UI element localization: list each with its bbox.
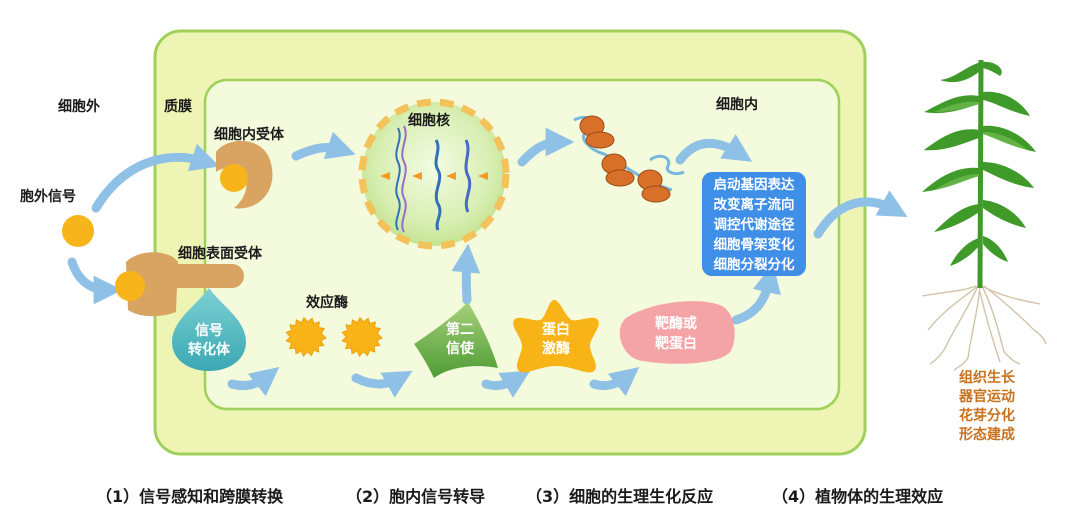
transducer-label-line2: 转化体: [188, 341, 231, 358]
arrow-second-messenger-to-kinase: [481, 370, 531, 398]
arrow-kinase-to-target: [589, 367, 640, 397]
extracellular-signal-label: 胞外信号: [20, 189, 76, 205]
stage-caption-2: （2）胞内信号转导: [346, 487, 486, 506]
target-label-line2: 靶蛋白: [655, 335, 697, 352]
arrow-transducer-to-enzyme: [227, 367, 280, 397]
plant-effect-item: 花芽分化: [959, 408, 1015, 424]
second-messenger: [414, 302, 498, 378]
cellular-responses-box: 启动基因表达 改变离子流向 调控代谢途径 细胞骨架变化 细胞分裂分化: [702, 172, 806, 276]
effector-enzyme-label: 效应酶: [306, 295, 348, 311]
arrow-second-messenger-to-nucleus: [451, 243, 481, 305]
nucleus: [358, 98, 510, 250]
transducer-label-line1: 信号: [195, 322, 223, 339]
arrow-receptor-to-nucleus: [291, 131, 356, 161]
arrow-nucleus-to-ribosomes: [517, 127, 575, 167]
plant-effect-item: 组织生长: [959, 370, 1015, 386]
intracellular-receptor: [216, 140, 273, 209]
surface-receptor-label: 细胞表面受体: [178, 246, 262, 262]
arrow-responses-to-plant: [813, 190, 908, 239]
cell-surface-receptor: [115, 252, 244, 317]
extracellular-label: 细胞外: [58, 99, 100, 115]
plant-effect-item: 器官运动: [959, 389, 1015, 405]
target-protein: [619, 301, 735, 364]
stage-caption-1: （1）信号感知和跨膜转换: [96, 487, 284, 506]
kinase-label-line1: 蛋白: [542, 321, 570, 338]
signal-transducer: [172, 288, 246, 371]
response-item: 改变离子流向: [713, 197, 795, 213]
nucleus-label: 细胞核: [408, 113, 450, 129]
arrow-ribosomes-to-responses: [675, 134, 753, 165]
arrow-enzyme-to-second-messenger: [351, 370, 413, 398]
arrow-signal-to-surface-receptor: [67, 257, 123, 305]
arrow-signal-to-intracellular-receptor: [91, 143, 220, 213]
effector-enzymes: [285, 316, 383, 357]
plant-effects-list: 组织生长 器官运动 花芽分化 形态建成: [948, 369, 1026, 445]
extracellular-signal: [62, 215, 94, 247]
plasma-membrane-label: 质膜: [164, 99, 192, 115]
stage-caption-3: （3）细胞的生理生化反应: [526, 487, 714, 506]
second-messenger-label-line1: 第二: [446, 321, 474, 338]
intracellular-receptor-label: 细胞内受体: [214, 127, 284, 143]
response-item: 细胞分裂分化: [713, 257, 795, 273]
ribosomes: [573, 115, 685, 203]
protein-kinase: [513, 299, 599, 373]
second-messenger-label-line2: 信使: [446, 340, 475, 357]
arrow-target-to-responses: [731, 263, 781, 325]
stage-caption-4: （4）植物体的生理效应: [772, 487, 944, 506]
response-item: 启动基因表达: [713, 177, 795, 193]
target-label-line1: 靶酶或: [655, 315, 697, 332]
intracellular-label: 细胞内: [716, 97, 758, 113]
flow-arrows: [67, 127, 908, 398]
response-item: 细胞骨架变化: [713, 237, 795, 253]
response-item: 调控代谢途径: [713, 217, 795, 233]
kinase-label-line2: 激酶: [542, 340, 570, 357]
plant-illustration: [921, 59, 1047, 371]
plant-effect-item: 形态建成: [959, 427, 1015, 443]
